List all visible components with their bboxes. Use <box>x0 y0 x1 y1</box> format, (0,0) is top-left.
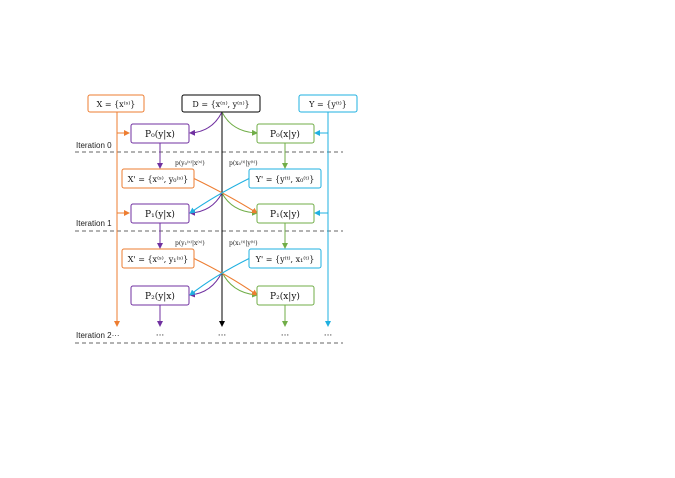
iteration-label-2: Iteration 2··· <box>76 331 120 340</box>
source-d-box: D = {x⁽ⁿ⁾, y⁽ⁿ⁾} <box>181 94 261 113</box>
continuation-dots-center: ··· <box>218 331 227 341</box>
p1-left-model-label: P₁(y|x) <box>145 209 175 220</box>
p1-left-model-box: P₁(y|x) <box>130 203 190 224</box>
yprime0-to-p1-left-cross <box>189 177 251 214</box>
iteration-label-0: Iteration 0 <box>76 141 112 150</box>
sample-left-label-0: p(y₀⁽ˢ⁾|x⁽ˢ⁾) <box>175 160 205 167</box>
y-prime-label-1: Y' = {y⁽ᵗ⁾, x₁⁽ᵗ⁾} <box>255 255 315 264</box>
p2-right-model-label: P₂(x|y) <box>270 291 300 302</box>
p0-left-model-box: P₀(y|x) <box>130 123 190 144</box>
sample-right-label-1: p(x₁⁽ᵗ⁾|y⁽ᵗ⁾) <box>229 240 258 247</box>
sample-right-label-0: p(x₀⁽ᵗ⁾|y⁽ᵗ⁾) <box>229 160 258 167</box>
x-prime-box-1: X' = {x⁽ˢ⁾, y₁⁽ˢ⁾} <box>121 248 195 269</box>
p0-right-model-box: P₀(x|y) <box>256 123 315 144</box>
p2-left-model-label: P₂(y|x) <box>145 291 175 302</box>
source-d-label: D = {x⁽ⁿ⁾, y⁽ⁿ⁾} <box>192 100 249 109</box>
p2-left-model-box: P₂(y|x) <box>130 285 190 306</box>
xprime1-to-p2-right-cross <box>192 257 258 296</box>
continuation-dots-right: ··· <box>281 331 290 341</box>
source-y-box: Y = {y⁽ᵗ⁾} <box>298 94 358 113</box>
source-y-label: Y = {y⁽ᵗ⁾} <box>308 100 347 109</box>
y-prime-box-0: Y' = {y⁽ᵗ⁾, x₀⁽ᵗ⁾} <box>248 168 322 189</box>
p1-right-model-label: P₁(x|y) <box>270 209 300 220</box>
source-x-box: X = {x⁽ˢ⁾} <box>87 94 145 113</box>
p0-left-model-label: P₀(y|x) <box>145 129 175 140</box>
y-prime-box-1: Y' = {y⁽ᵗ⁾, x₁⁽ᵗ⁾} <box>248 248 322 269</box>
p0-right-model-label: P₀(x|y) <box>270 129 300 140</box>
iteration-label-1: Iteration 1 <box>76 219 112 228</box>
yprime1-to-p2-left-cross <box>189 257 251 296</box>
y-prime-label-0: Y' = {y⁽ᵗ⁾, x₀⁽ᵗ⁾} <box>255 175 315 184</box>
continuation-dots-far-right: ··· <box>324 331 333 341</box>
continuation-dots-left: ··· <box>156 331 165 341</box>
x-prime-label-0: X' = {x⁽ˢ⁾, y₀⁽ˢ⁾} <box>128 175 188 184</box>
source-x-label: X = {x⁽ˢ⁾} <box>97 100 136 109</box>
p2-right-model-box: P₂(x|y) <box>256 285 315 306</box>
d-to-p0-left-curve <box>189 111 223 136</box>
x-prime-box-0: X' = {x⁽ˢ⁾, y₀⁽ˢ⁾} <box>121 168 195 189</box>
x-prime-label-1: X' = {x⁽ˢ⁾, y₁⁽ˢ⁾} <box>128 255 188 264</box>
p1-right-model-box: P₁(x|y) <box>256 203 315 224</box>
sample-left-label-1: p(y₁⁽ˢ⁾|x⁽ˢ⁾) <box>175 240 205 247</box>
d-to-p0-right-curve <box>221 111 258 136</box>
xprime0-to-p1-right-cross <box>192 177 258 214</box>
